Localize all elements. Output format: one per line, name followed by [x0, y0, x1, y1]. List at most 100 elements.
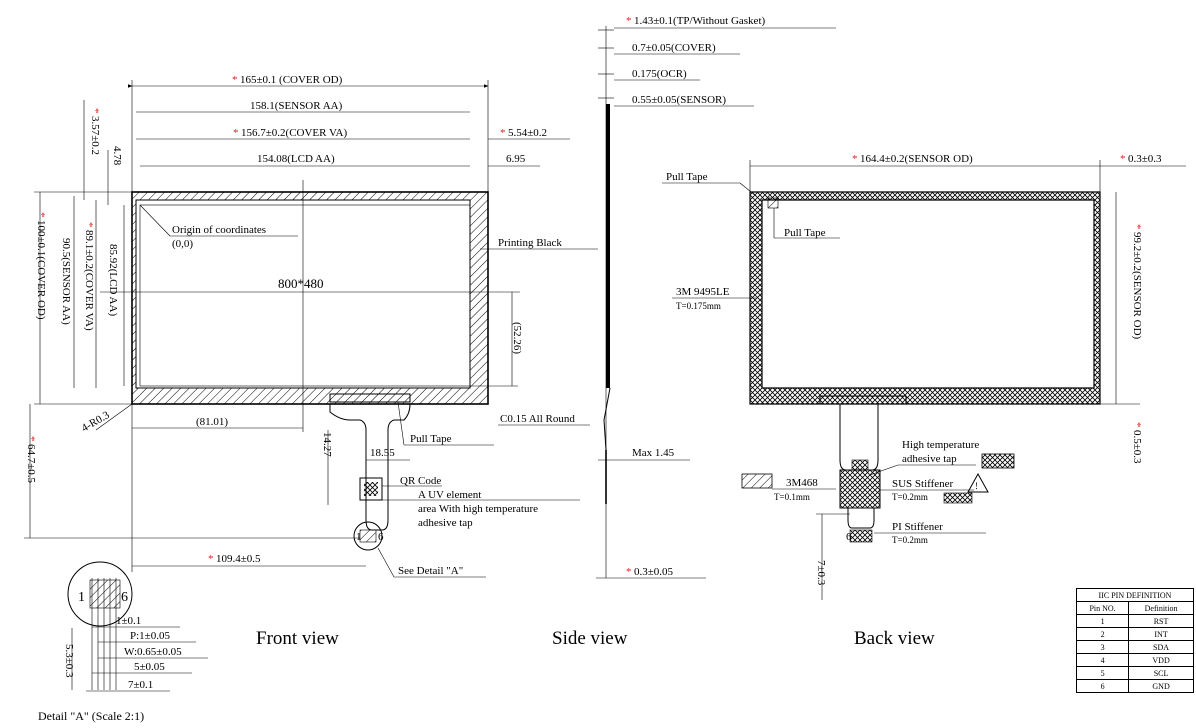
- side-view: * 1.43±0.1(TP/Without Gasket) 0.7±0.05(C…: [596, 15, 836, 579]
- back-sus: SUS Stiffener: [892, 478, 954, 490]
- back-tape-t: T=0.175mm: [676, 301, 721, 311]
- detail-d53: 5.3±0.3: [63, 644, 75, 678]
- back-sus-stiffener: [839, 469, 881, 509]
- side-view-caption: Side view: [552, 628, 628, 649]
- dim-cover-va-w: 156.7±0.2(COVER VA): [241, 127, 348, 139]
- pin-def: VDD: [1128, 653, 1194, 667]
- front-pin1-label: 1: [356, 531, 362, 543]
- resolution-label: 800*480: [278, 276, 324, 291]
- pin-table-title: IIC PIN DEFINITION: [1076, 588, 1194, 602]
- qr-code-label: QR Code: [400, 475, 441, 487]
- dim-647: 64.7±0.5: [25, 444, 37, 484]
- pin-table-col2: Definition: [1128, 601, 1194, 615]
- side-ocr: 0.175(OCR): [632, 68, 687, 80]
- pin-no: 2: [1075, 627, 1130, 641]
- sus-swatch: [943, 492, 973, 504]
- see-detail-label: See Detail "A": [398, 565, 463, 577]
- dim-lcd-aa-w: 154.08(LCD AA): [257, 153, 335, 165]
- svg-text:*: *: [1120, 153, 1126, 165]
- back-m468: 3M468: [786, 477, 818, 489]
- detail-circle: [67, 561, 133, 627]
- dim-right-03: 0.3±0.3: [1128, 153, 1162, 165]
- back-pi-t: T=0.2mm: [892, 535, 928, 545]
- back-pin6: 6: [846, 531, 852, 543]
- detail-p: P:1±0.05: [130, 630, 170, 642]
- dim-left-357: 3.57±0.2: [89, 116, 101, 155]
- side-sensor: 0.55±0.05(SENSOR): [632, 94, 726, 106]
- side-max: Max 1.45: [632, 447, 675, 459]
- dim-left-478: 4.78: [111, 146, 123, 166]
- detail-pin6: 6: [121, 590, 128, 605]
- svg-text:*: *: [208, 553, 214, 565]
- detail-w: W:0.65±0.05: [124, 646, 182, 658]
- svg-text:*: *: [83, 222, 95, 228]
- detail-d5: 5±0.05: [134, 661, 165, 673]
- side-bottom: 0.3±0.05: [634, 566, 674, 578]
- dim-right-544: 5.54±0.2: [508, 127, 547, 139]
- back-view-caption: Back view: [854, 628, 935, 649]
- pin-table-col1: Pin NO.: [1075, 601, 1130, 615]
- side-panel-body: [606, 104, 610, 388]
- side-cover: 0.7±0.05(COVER): [632, 42, 716, 54]
- front-fpc-tail: [329, 403, 411, 531]
- dim-7: 7±0.3: [815, 560, 827, 586]
- pin-def: SDA: [1128, 640, 1194, 654]
- origin-label: Origin of coordinates: [172, 224, 266, 236]
- pin-def: GND: [1128, 679, 1194, 693]
- back-pull-tape-2: Pull Tape: [784, 227, 826, 239]
- detail-pin1: 1: [78, 590, 85, 605]
- dim-sensor-od-h: 99.2±0.2(SENSOR OD): [1131, 232, 1143, 340]
- dim-sensor-aa-w: 158.1(SENSOR AA): [250, 100, 343, 112]
- svg-text:*: *: [25, 436, 37, 442]
- dim-right-05: 0.5±0.3: [1131, 430, 1143, 464]
- dim-sensor-aa-h: 90.5(SENSOR AA): [60, 238, 72, 325]
- dim-cover-od-w: 165±0.1 (COVER OD): [240, 74, 343, 86]
- dim-cover-va-h: 89.1±0.2(COVER VA): [83, 230, 95, 331]
- dim-1855: 18.55: [370, 447, 395, 459]
- svg-text:*: *: [626, 15, 632, 27]
- front-lcd-area: [139, 204, 471, 387]
- dim-1094: 109.4±0.5: [216, 553, 261, 565]
- uv-line3: adhesive tap: [418, 517, 473, 529]
- back-adhesive-border: [749, 191, 1101, 405]
- dim-1427: 14.27: [321, 432, 333, 457]
- front-qr-code: [359, 477, 383, 501]
- svg-text:*: *: [500, 127, 506, 139]
- pin-no: 5: [1075, 666, 1130, 680]
- pin-no: 6: [1075, 679, 1130, 693]
- svg-text:!: !: [975, 481, 978, 491]
- detail-d1: 1±0.1: [116, 615, 141, 627]
- uv-line1: A UV element: [418, 489, 481, 501]
- dim-sensor-od-w: 164.4±0.2(SENSOR OD): [860, 153, 973, 165]
- pin-no: 3: [1075, 640, 1130, 654]
- back-view: 6 * 164.4±0.2(SENSOR OD) * 0.3±0.3 Pull …: [662, 153, 1186, 600]
- side-total: 1.43±0.1(TP/Without Gasket): [634, 15, 765, 27]
- back-pull-tape-tab: [767, 197, 779, 209]
- front-pin6-label: 6: [378, 531, 384, 543]
- back-sus-t: T=0.2mm: [892, 492, 928, 502]
- pin-no: 1: [1075, 614, 1130, 628]
- dim-lcd-aa-h: 85.92(LCD AA): [107, 244, 119, 316]
- front-detail-circle: [353, 521, 383, 551]
- svg-text:*: *: [89, 108, 101, 114]
- front-fpc-connector: [329, 393, 411, 403]
- svg-text:*: *: [232, 74, 238, 86]
- svg-text:*: *: [1131, 224, 1143, 230]
- dim-right-695: 6.95: [506, 153, 526, 165]
- front-view: 1 6 * 165±0.1 (COVER OD) 158.1(SENSOR AA…: [24, 74, 598, 578]
- back-m468-t: T=0.1mm: [774, 492, 810, 502]
- svg-text:*: *: [233, 127, 239, 139]
- svg-text:*: *: [852, 153, 858, 165]
- back-high-temp2: adhesive tap: [902, 453, 957, 465]
- uv-line2: area With high temperature: [418, 503, 538, 515]
- pin-no: 4: [1075, 653, 1130, 667]
- svg-text:*: *: [626, 566, 632, 578]
- high-temp-swatch: [981, 453, 1015, 469]
